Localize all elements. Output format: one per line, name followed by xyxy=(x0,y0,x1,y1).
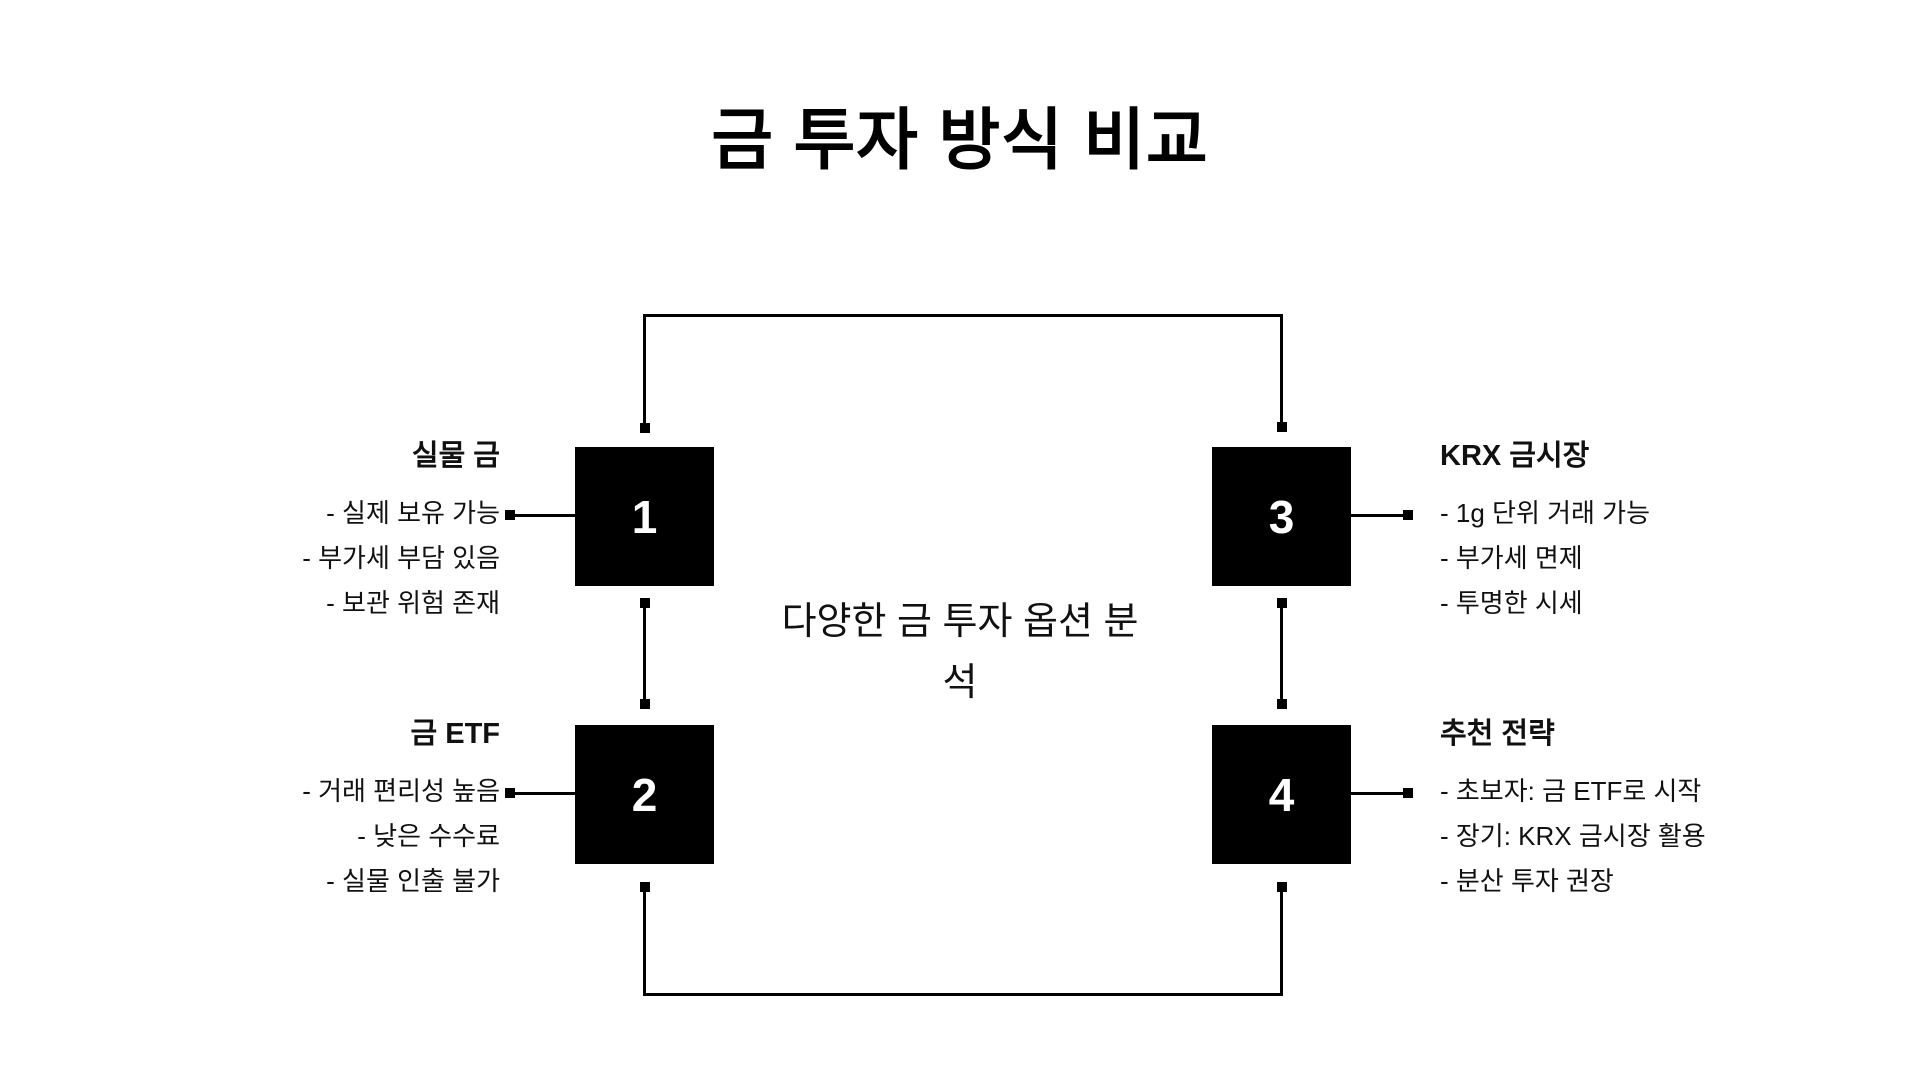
node-4-item-1: - 초보자: 금 ETF로 시작 xyxy=(1440,776,1702,806)
connector-top-left-vertical xyxy=(643,314,646,425)
node-3-item-2: - 부가세 면제 xyxy=(1440,543,1583,573)
node-1-item-3: - 보관 위험 존재 xyxy=(326,588,500,618)
node-number-2: 2 xyxy=(631,768,658,821)
node-label-2: 금 ETF xyxy=(410,718,500,750)
node-4-item-3: - 분산 투자 권장 xyxy=(1440,866,1614,896)
connector-1-2-vertical xyxy=(643,603,646,704)
node-box-4: 4 xyxy=(1212,725,1351,864)
arrow-square-top-right xyxy=(1277,422,1287,432)
center-caption: 다양한 금 투자 옵션 분 석 xyxy=(738,592,1182,714)
arrow-square-bottom-right xyxy=(1277,882,1287,892)
node-1-item-1: - 실제 보유 가능 xyxy=(326,498,500,528)
node-3-item-1: - 1g 단위 거래 가능 xyxy=(1440,498,1650,528)
label-block-2: 금 ETF - 거래 편리성 높음 - 낮은 수수료 - 실물 인출 불가 xyxy=(150,714,500,904)
node-number-1: 1 xyxy=(631,490,658,543)
connector-top-horizontal xyxy=(643,314,1283,317)
connector-label-4 xyxy=(1351,792,1407,795)
center-caption-line-2: 석 xyxy=(942,662,978,704)
arrow-square-bottom-left xyxy=(640,882,650,892)
label-block-1: 실물 금 - 실제 보유 가능 - 부가세 부담 있음 - 보관 위험 존재 xyxy=(150,436,500,626)
arrow-square-label-4 xyxy=(1403,788,1413,798)
node-2-item-1: - 거래 편리성 높음 xyxy=(302,776,500,806)
node-3-item-3: - 투명한 시세 xyxy=(1440,588,1583,618)
connector-3-4-vertical xyxy=(1280,603,1283,704)
node-box-3: 3 xyxy=(1212,447,1351,586)
arrow-square-1-2-bottom xyxy=(640,699,650,709)
node-number-3: 3 xyxy=(1268,490,1295,543)
arrow-square-3-4-top xyxy=(1277,598,1287,608)
arrow-square-3-4-bottom xyxy=(1277,699,1287,709)
page-title: 금 투자 방식 비교 xyxy=(711,103,1209,178)
node-box-1: 1 xyxy=(575,447,714,586)
node-label-3: KRX 금시장 xyxy=(1440,440,1590,472)
connector-bottom-horizontal xyxy=(643,993,1283,996)
node-2-item-2: - 낮은 수수료 xyxy=(357,821,500,851)
label-block-4: 추천 전략 - 초보자: 금 ETF로 시작 - 장기: KRX 금시장 활용 … xyxy=(1440,714,1880,904)
arrow-square-top-left xyxy=(640,423,650,433)
arrow-square-label-2 xyxy=(505,788,515,798)
connector-top-right-vertical xyxy=(1280,314,1283,424)
arrow-square-label-1 xyxy=(505,510,515,520)
node-1-item-2: - 부가세 부담 있음 xyxy=(302,543,500,573)
arrow-square-1-2-top xyxy=(640,598,650,608)
connector-bottom-right-vertical xyxy=(1280,888,1283,995)
node-label-4: 추천 전략 xyxy=(1440,718,1555,750)
node-number-4: 4 xyxy=(1268,768,1295,821)
node-label-1: 실물 금 xyxy=(411,440,500,472)
center-caption-line-1: 다양한 금 투자 옵션 분 xyxy=(781,601,1139,643)
connector-label-1 xyxy=(514,514,575,517)
connector-label-3 xyxy=(1351,514,1407,517)
label-block-3: KRX 금시장 - 1g 단위 거래 가능 - 부가세 면제 - 투명한 시세 xyxy=(1440,436,1880,626)
arrow-square-label-3 xyxy=(1403,510,1413,520)
connector-bottom-left-vertical xyxy=(643,888,646,995)
node-box-2: 2 xyxy=(575,725,714,864)
node-4-item-2: - 장기: KRX 금시장 활용 xyxy=(1440,821,1706,851)
node-2-item-3: - 실물 인출 불가 xyxy=(326,866,500,896)
connector-label-2 xyxy=(514,792,575,795)
